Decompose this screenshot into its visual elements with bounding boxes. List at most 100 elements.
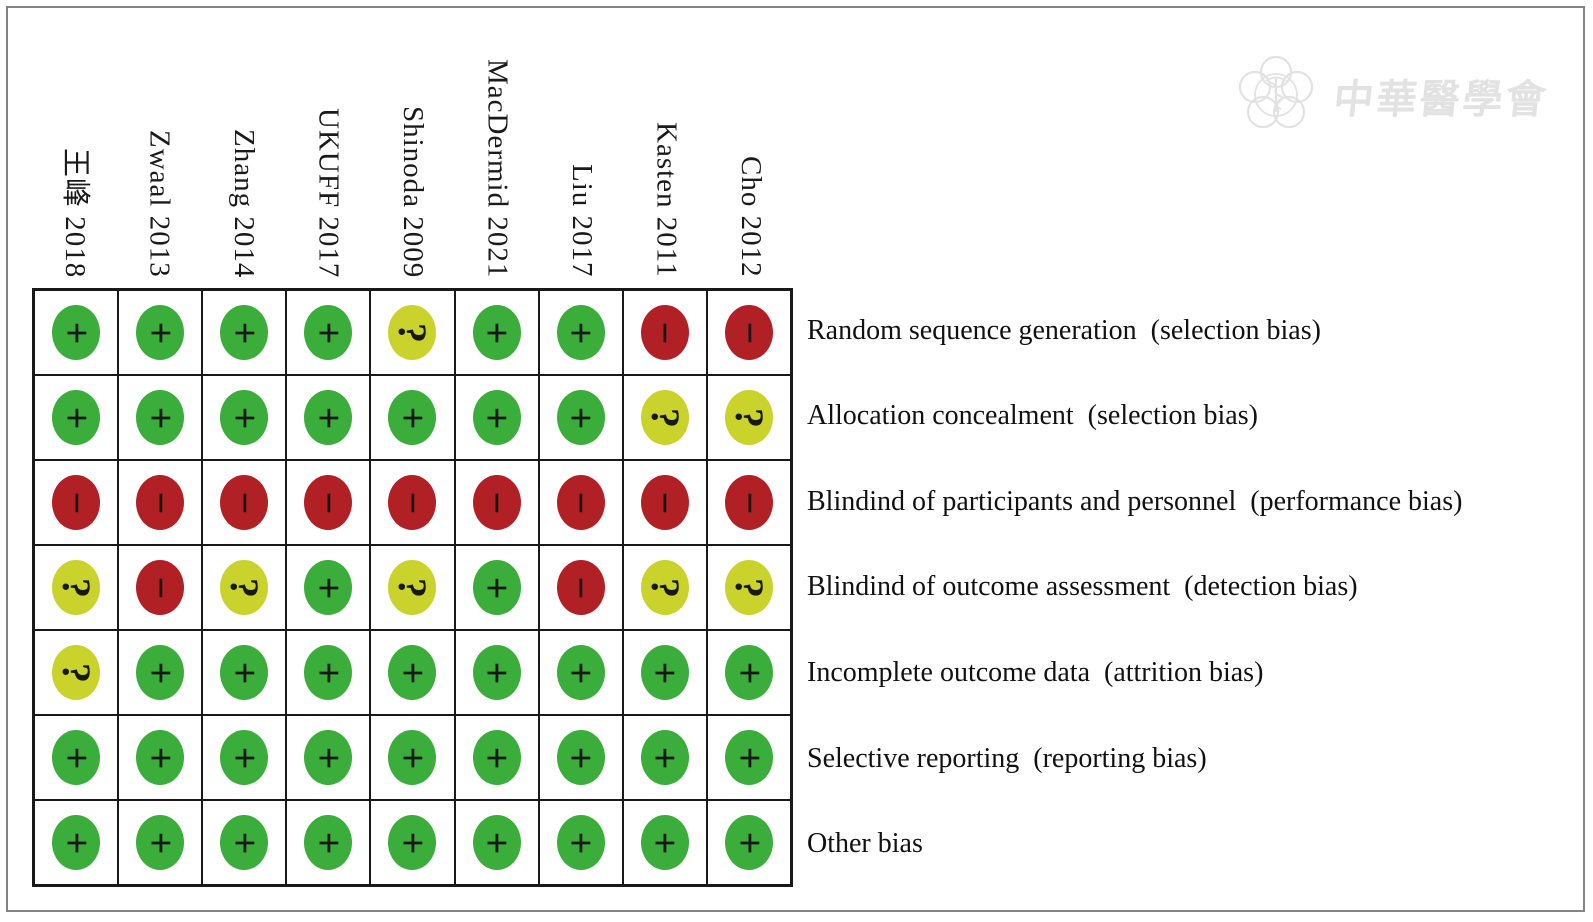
rob-cell: − (622, 460, 707, 545)
rob-cell: + (286, 715, 371, 800)
rating-minus-circle: − (724, 475, 773, 530)
rating-symbol: ? (642, 407, 688, 428)
rating-plus-circle: + (220, 390, 269, 445)
rating-symbol: + (558, 831, 604, 854)
rob-cell: + (286, 800, 371, 885)
rating-minus-circle: − (52, 475, 101, 530)
rating-symbol: − (138, 576, 184, 599)
rating-symbol: + (474, 746, 520, 769)
rating-symbol: + (558, 321, 604, 344)
rating-plus-circle: + (388, 390, 437, 445)
rating-symbol: − (558, 576, 604, 599)
rating-plus-circle: + (304, 390, 353, 445)
bias-domain-label: Selective reporting (reporting bias) (807, 742, 1207, 774)
rating-symbol: + (390, 406, 436, 429)
rating-plus-circle: + (220, 815, 269, 870)
rob-cell: ? (622, 545, 707, 630)
rob-cell: + (202, 375, 287, 460)
rating-plus-circle: + (724, 730, 773, 785)
rating-symbol: + (138, 321, 184, 344)
rating-symbol: + (642, 746, 688, 769)
rob-cell: + (538, 290, 623, 375)
rating-question-circle: ? (388, 305, 437, 360)
rating-minus-circle: − (136, 475, 185, 530)
rating-symbol: − (54, 491, 100, 514)
rob-cell: − (706, 460, 791, 545)
study-header: Shinoda 2009 (396, 105, 429, 278)
rating-symbol: + (138, 746, 184, 769)
rating-symbol: + (390, 746, 436, 769)
bias-domain-label: Other bias (807, 828, 923, 860)
study-header: Zwaal 2013 (143, 130, 176, 278)
rob-cell: + (370, 375, 455, 460)
rating-symbol: ? (390, 322, 436, 343)
rating-symbol: ? (726, 407, 772, 428)
rating-plus-circle: + (136, 815, 185, 870)
bias-domain-label: Allocation concealment (selection bias) (807, 400, 1258, 432)
rating-plus-circle: + (724, 645, 773, 700)
study-header: 王峰 2018 (58, 147, 91, 278)
rating-symbol: − (726, 491, 772, 514)
rating-plus-circle: + (220, 305, 269, 360)
rating-plus-circle: + (472, 815, 521, 870)
rating-symbol: + (222, 746, 268, 769)
rating-question-circle: ? (52, 560, 101, 615)
rating-symbol: + (306, 831, 352, 854)
rating-plus-circle: + (472, 730, 521, 785)
rating-symbol: + (306, 321, 352, 344)
rating-symbol: − (390, 491, 436, 514)
rating-plus-circle: + (136, 390, 185, 445)
rating-symbol: + (138, 661, 184, 684)
bias-domain-label: Blindind of outcome assessment (detectio… (807, 571, 1358, 603)
rating-question-circle: ? (640, 560, 689, 615)
rob-cell: + (118, 630, 203, 715)
rob-cell: + (118, 715, 203, 800)
rating-plus-circle: + (640, 815, 689, 870)
rob-cell: − (706, 290, 791, 375)
bias-domain-label: Blindind of participants and personnel (… (807, 485, 1463, 517)
rob-cell: + (454, 375, 539, 460)
rating-plus-circle: + (304, 815, 353, 870)
rob-cell: − (538, 460, 623, 545)
rating-plus-circle: + (556, 730, 605, 785)
rob-cell: − (34, 460, 119, 545)
rob-cell: − (286, 460, 371, 545)
rating-symbol: + (390, 661, 436, 684)
rating-symbol: − (306, 491, 352, 514)
study-header: UKUFF 2017 (312, 107, 345, 278)
rob-cell: + (202, 630, 287, 715)
rob-cell: ? (370, 545, 455, 630)
rob-cell: + (454, 290, 539, 375)
rob-cell: + (202, 800, 287, 885)
rating-plus-circle: + (304, 645, 353, 700)
rating-symbol: + (474, 831, 520, 854)
study-header: Kasten 2011 (650, 122, 683, 278)
rob-cell: + (538, 630, 623, 715)
rob-cell: + (622, 630, 707, 715)
rating-plus-circle: + (52, 305, 101, 360)
rating-plus-circle: + (556, 645, 605, 700)
rating-symbol: + (306, 406, 352, 429)
rob-cell: + (454, 545, 539, 630)
rating-symbol: + (138, 831, 184, 854)
rating-question-circle: ? (388, 560, 437, 615)
rating-symbol: − (138, 491, 184, 514)
rating-symbol: + (54, 746, 100, 769)
rating-minus-circle: − (304, 475, 353, 530)
rob-cell: + (538, 800, 623, 885)
rating-plus-circle: + (304, 305, 353, 360)
rating-symbol: + (558, 661, 604, 684)
rating-symbol: + (54, 321, 100, 344)
rob-cell: ? (370, 290, 455, 375)
rating-symbol: + (54, 406, 100, 429)
rating-symbol: + (558, 746, 604, 769)
rating-symbol: + (726, 746, 772, 769)
rob-cell: + (370, 800, 455, 885)
rob-cell: ? (34, 545, 119, 630)
rob-cell: + (454, 630, 539, 715)
rating-minus-circle: − (136, 560, 185, 615)
rob-cell: + (454, 715, 539, 800)
rob-cell: ? (34, 630, 119, 715)
rating-symbol: + (306, 576, 352, 599)
